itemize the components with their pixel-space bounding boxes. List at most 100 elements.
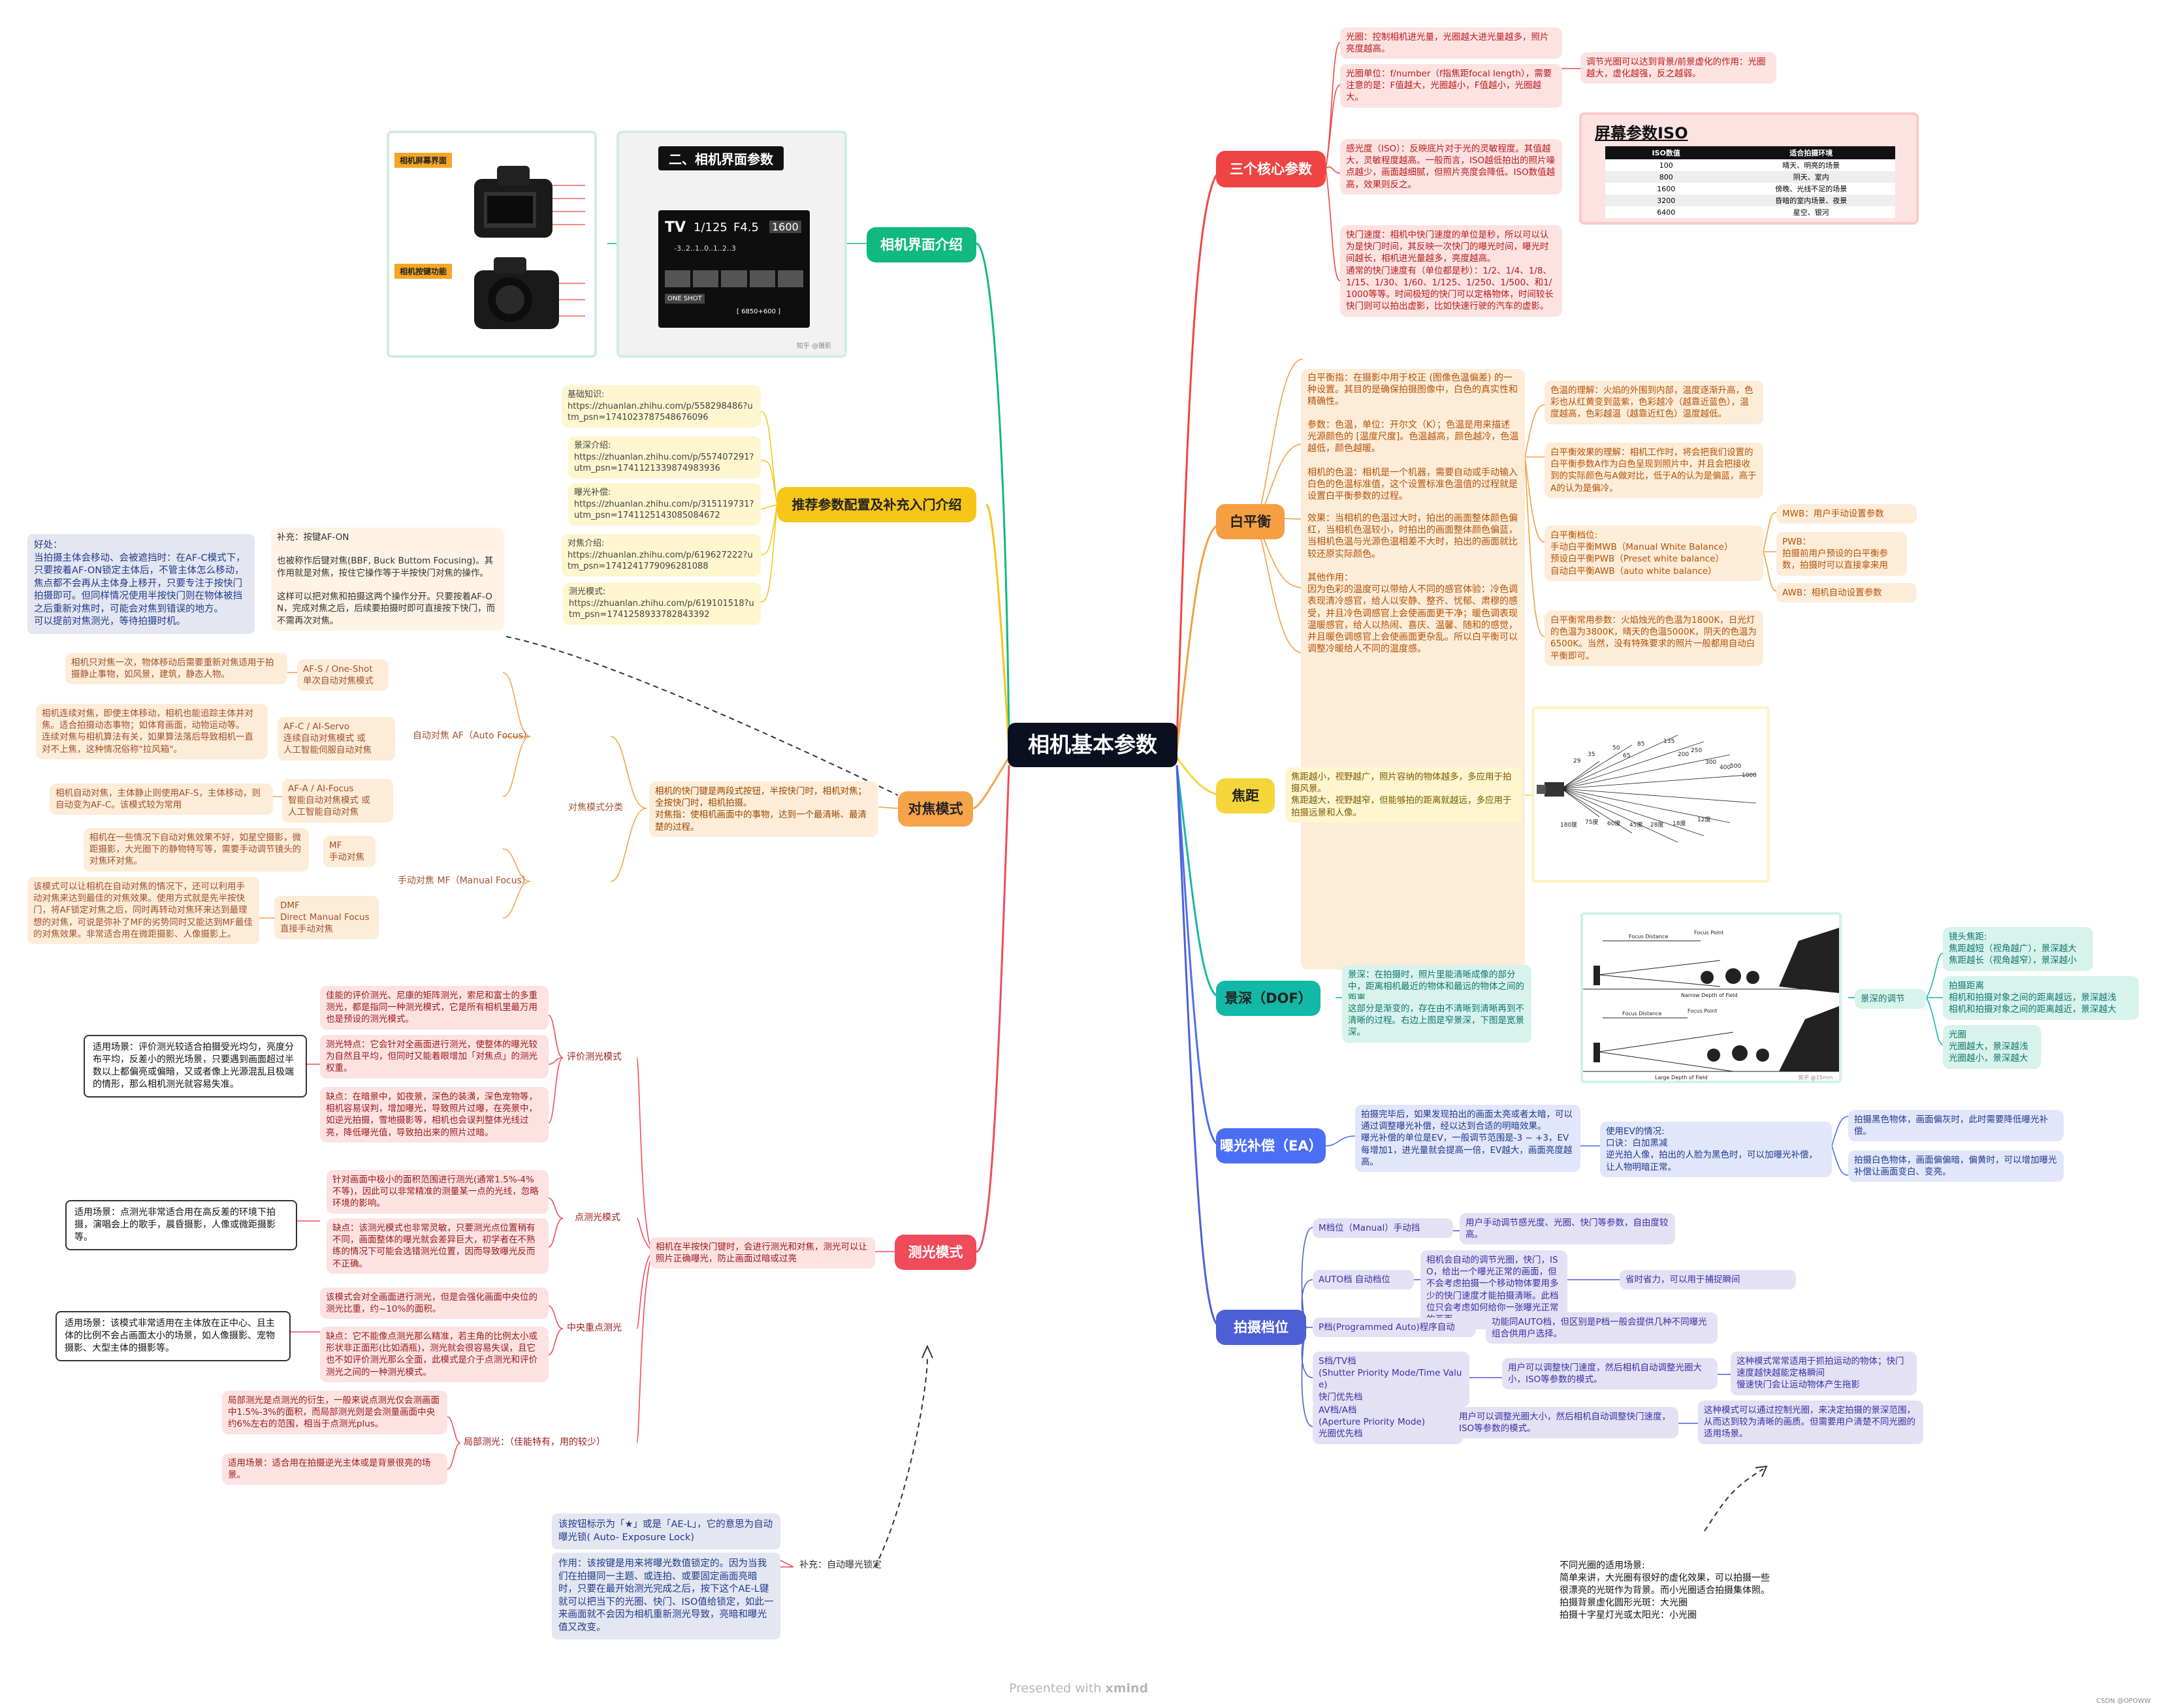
metering-ae-lock-2: 作用：该按键是用来将曝光数值锁定的。因为当我们在拍摄同一主题、或连拍、或要固定画… — [552, 1553, 780, 1640]
focal-number: 135 — [1663, 738, 1674, 745]
mode-manual[interactable]: M档位（Manual）手动挡 — [1313, 1218, 1453, 1239]
dof-narrow-label: Narrow Depth of Field — [1681, 992, 1738, 998]
focal-number: 35 — [1588, 751, 1595, 758]
core-shutter: 快门速度：相机中快门速度的单位是秒，所以可以认为是快门时间，其反映一次快门的曝光… — [1340, 225, 1562, 317]
mode-aperture-desc: 用户可以调整光圈大小，然后相机自动调整快门速度，ISO等参数的模式。 — [1453, 1407, 1678, 1439]
wb-other: 其他作用： 因为色彩的温度可以带给人不同的感官体验：冷色调表现清冷感官，给人以安… — [1307, 573, 1518, 655]
focus-afs-desc: 相机只对焦一次，物体移动后需要重新对焦适用于拍摄静止事物，如风景，建筑，静态人物… — [65, 653, 287, 685]
branch-camera-interface[interactable]: 相机界面介绍 — [867, 227, 976, 262]
lcd-shots-left: [ 6850+600 ] — [737, 308, 781, 315]
metering-ev-1: 佳能的评价测光、尼康的矩阵测光，索尼和富士的多重测光，都是指同一种测光模式，它是… — [320, 986, 549, 1030]
focal-angle: 75度 — [1585, 818, 1598, 826]
metering-center-1: 该模式会对全画面进行测光，但是会强化画面中央位的测光比重，约~10%的面积。 — [320, 1288, 549, 1320]
camera-lcd-title: 二、相机界面参数 — [658, 146, 784, 170]
focal-number: 50 — [1612, 745, 1620, 751]
recommend-focus[interactable]: 对焦介绍: https://zhuanlan.zhihu.com/p/61962… — [562, 534, 761, 577]
dof-large-label: Large Depth of Field — [1655, 1075, 1708, 1081]
core-iso: 感光度（ISO）：反映底片对于光的灵敏程度。其值越大，灵敏程度越高。一般而言，I… — [1340, 139, 1562, 195]
focal-number: 400 — [1720, 765, 1731, 771]
metering-center-note: 适用场景：该模式非常适用在主体放在正中心、且主体的比例不会占画面太小的场景，如人… — [56, 1311, 291, 1361]
metering-partial-1: 局部测光是点测光的衍生，一般来说点测光仅会测画面中1.5%-3%的面积，而局部测… — [222, 1391, 447, 1434]
mode-aperture-scenes-note: 不同光圈的适用场景: 简单来讲，大光圈有很好的虚化效果，可以拍摄一些很漂亮的光斑… — [1554, 1557, 1780, 1624]
lcd-icon — [665, 270, 691, 287]
core-fnumber: 光圈单位：f/number（f指焦距focal length），需要注意的是：F… — [1340, 64, 1562, 108]
focus-af[interactable]: 自动对焦 AF（Auto Focus） — [413, 731, 533, 741]
iso-header-env: 适合拍摄环境 — [1789, 149, 1833, 157]
metering-ev-3: 缺点：在暗景中，如夜景，深色的装潢，深色宠物等，相机容易误判，增加曝光，导致照片… — [320, 1087, 549, 1143]
branch-white-balance[interactable]: 白平衡 — [1216, 504, 1285, 539]
metering-center-2: 缺点：它不能像点测光那么精准，若主角的比例太小或形状非正面形(比如酒瓶)，测光就… — [320, 1327, 549, 1382]
recommend-dof[interactable]: 景深介绍: https://zhuanlan.zhihu.com/p/55740… — [568, 436, 761, 479]
focus-afc: AF-C / AI-Servo 连续自动对焦模式 或 人工智能伺服自动对焦 — [278, 717, 395, 761]
recommend-ev[interactable]: 曝光补偿: https://zhuanlan.zhihu.com/p/31511… — [568, 483, 761, 526]
lcd-icon — [721, 270, 747, 287]
root-topic[interactable]: 相机基本参数 — [1008, 723, 1177, 767]
focus-afc-desc: 相机连续对焦，即使主体移动，相机也能追踪主体并对焦。适合拍摄动态事物；如体育画面… — [36, 704, 268, 759]
ev-case: 使用EV的情况: 口诀：白加黑减 逆光拍人像，拍出的人脸为黑色时，可以加曝光补偿… — [1600, 1122, 1832, 1177]
dof-gradient: 这部分是渐变的，存在由不清晰到清晰再到不清晰的过程。右边上图是窄景深，下图是宽景… — [1342, 999, 1531, 1043]
footer-presented-with: Presented with xmind — [1009, 1681, 1148, 1696]
mode-auto[interactable]: AUTO档 自动档位 — [1313, 1270, 1414, 1290]
focus-mf[interactable]: 手动对焦 MF（Manual Focus） — [398, 876, 531, 886]
dof-diagram: Focus Distance Focus Point Narrow Depth … — [1583, 928, 1839, 1081]
branch-shooting-modes[interactable]: 拍摄档位 — [1216, 1310, 1306, 1345]
ev-white: 拍摄白色物体，画面偏偏暗，偏黄时，可以增加曝光补偿让画面变白、变亮。 — [1848, 1150, 2064, 1182]
branch-core-parameters[interactable]: 三个核心参数 — [1216, 151, 1326, 187]
metering-partial-2: 适用场景：适合用在拍摄逆光主体或是背景很亮的场景。 — [222, 1453, 447, 1485]
wb-awb: AWB：相机自动设置参数 — [1776, 583, 1917, 603]
focal-angle: 60度 — [1607, 819, 1620, 827]
metering-center[interactable]: 中央重点测光 — [567, 1323, 622, 1333]
focus-afs: AF-S / One-Shot 单次自动对焦模式 — [297, 659, 389, 691]
focal-angle: 12度 — [1697, 815, 1710, 823]
metering-spot-2: 缺点：该测光模式也非常灵敏，只要测光点位置稍有不同，画面整体的曝光就会差异巨大，… — [327, 1218, 549, 1274]
metering-evaluative[interactable]: 评价测光模式 — [567, 1052, 622, 1062]
recommend-metering[interactable]: 测光模式: https://zhuanlan.zhihu.com/p/61910… — [563, 582, 761, 625]
metering-partial[interactable]: 局部测光：（佳能特有，用的较少） — [464, 1437, 605, 1447]
dof-aperture: 光圈 光圈越大，景深越浅 光圈越小，景深越大 — [1943, 1025, 2041, 1069]
branch-exposure-compensation[interactable]: 曝光补偿（EA） — [1216, 1128, 1326, 1163]
branch-focus-mode[interactable]: 对焦模式 — [898, 791, 973, 827]
focal-number: 85 — [1637, 741, 1644, 748]
camera-card-watermark: 知乎 @摄影 — [796, 343, 831, 350]
branch-focal-length[interactable]: 焦距 — [1216, 778, 1275, 814]
dof-adjust[interactable]: 景深的调节 — [1855, 989, 1927, 1009]
focal-angle: 28度 — [1650, 821, 1663, 829]
mode-shutter-priority[interactable]: S档/TV档 (Shutter Priority Mode/Time Value… — [1313, 1352, 1469, 1407]
wb-camera-temp: 相机的色温：相机是一个机器，需要自动或手动输入白色的色温标准值，这个设置标准色温… — [1307, 467, 1518, 502]
iso-cell: 阴天、室内 — [1793, 173, 1829, 182]
metering-spot[interactable]: 点测光模式 — [575, 1212, 620, 1223]
focus-dmf-desc: 该模式可以让相机在自动对焦的情况下，还可以利用手动对焦来达到最佳的对焦效果。使用… — [27, 877, 259, 945]
mode-manual-desc: 用户手动调节感光度、光圈、快门等参数，自由度较高。 — [1460, 1213, 1675, 1245]
focal-angle: 180度 — [1560, 821, 1577, 829]
mode-aperture-priority[interactable]: AV档/A档 (Aperture Priority Mode) 光圈优先档 — [1313, 1400, 1463, 1444]
mode-program[interactable]: P档(Programmed Auto)程序自动 — [1313, 1318, 1476, 1338]
recommend-basic[interactable]: 基础知识: https://zhuanlan.zhihu.com/p/55829… — [562, 385, 761, 428]
focus-intro: 相机的快门键是两段式按钮，半按快门时，相机对焦；全按快门时，相机拍摄。 对焦指：… — [649, 782, 878, 837]
focal-number: 29 — [1573, 758, 1581, 765]
iso-card-title: 屏幕参数ISO — [1595, 124, 1688, 142]
branch-recommended[interactable]: 推荐参数配置及补充入门介绍 — [777, 487, 976, 522]
focus-afa-desc: 相机自动对焦，主体静止则使用AF-S，主体移动，则自动变为AF-C。该模式较为常… — [50, 783, 273, 815]
focal-angle: 45度 — [1629, 821, 1642, 829]
dof-diagram-card: Focus Distance Focus Point Narrow Depth … — [1580, 912, 1842, 1083]
dof-focus-distance-bottom: Focus Distance — [1622, 1011, 1661, 1017]
wb-levels: 白平衡档位: 手动白平衡MWB（Manual White Balance） 预设… — [1545, 526, 1763, 581]
iso-header-value: ISO数值 — [1652, 149, 1680, 157]
focus-categories[interactable]: 对焦模式分类 — [568, 802, 623, 813]
focal-number: 1000 — [1742, 772, 1757, 779]
metering-ev-note: 适用场景：评价测光较适合拍摄受光均匀，亮度分布平均，反差小的照光场景，只要遇到画… — [84, 1035, 307, 1098]
lcd-iso: 1600 — [769, 221, 801, 233]
lcd-icon — [777, 270, 804, 287]
wb-mwb: MWB：用户手动设置参数 — [1776, 504, 1917, 524]
iso-cell: 星空、银河 — [1793, 208, 1829, 217]
mode-aperture-tip: 这种模式可以通过控制光圈，来决定拍摄的景深范围，从而达到较为清晰的画质。但需要用… — [1698, 1400, 1923, 1444]
focal-text: 焦距越小，视野越广，照片容纳的物体越多，多应用于拍摄风景。 焦距越大，视野越窄，… — [1285, 767, 1522, 823]
focal-number: 250 — [1691, 748, 1702, 754]
branch-metering-mode[interactable]: 测光模式 — [895, 1235, 976, 1270]
wb-left-panel — [1301, 369, 1525, 970]
branch-depth-of-field[interactable]: 景深（DOF） — [1216, 981, 1321, 1016]
metering-ae-lock[interactable]: 补充：自动曝光锁定 — [799, 1560, 882, 1570]
